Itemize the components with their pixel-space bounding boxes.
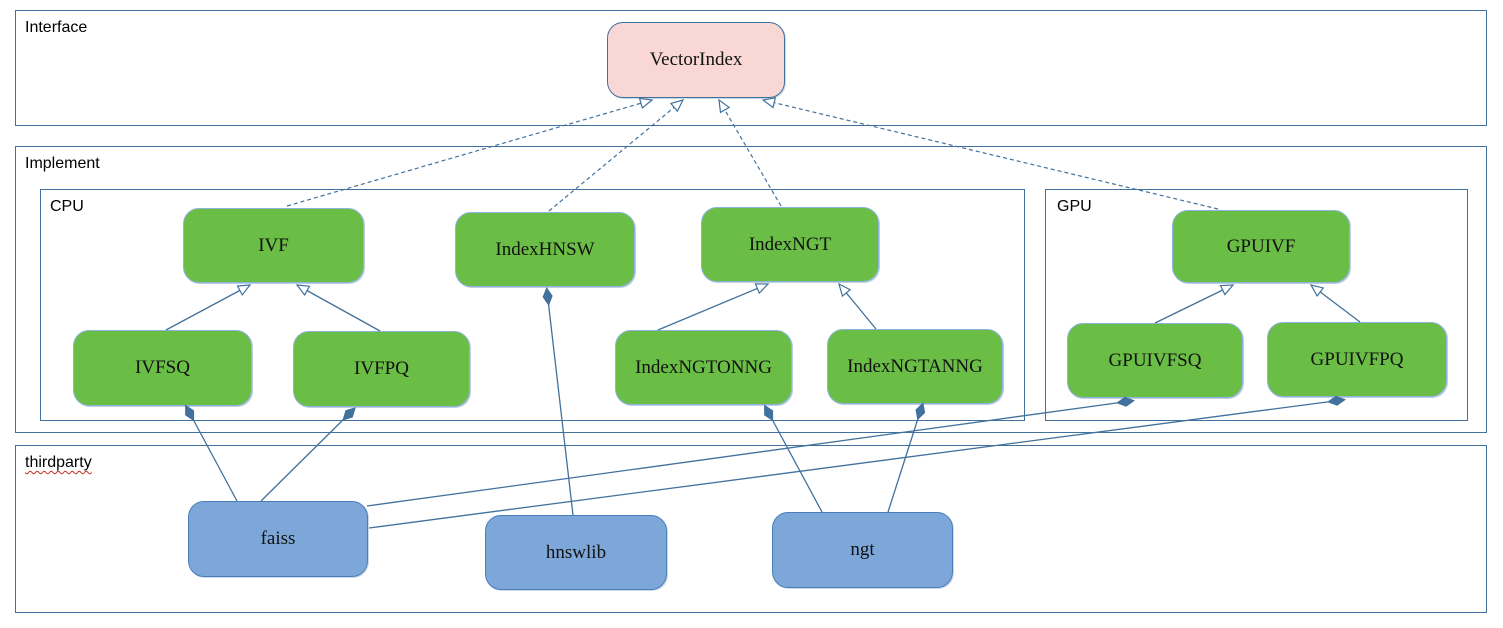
node-ivfsq[interactable]: IVFSQ [73,330,252,406]
node-indexngtonng[interactable]: IndexNGTONNG [615,330,792,405]
node-gpuivf[interactable]: GPUIVF [1172,210,1350,283]
container-gpu-label: GPU [1057,198,1092,215]
node-indexngtanng[interactable]: IndexNGTANNG [827,329,1003,404]
node-indexngt[interactable]: IndexNGT [701,207,879,282]
node-hnswlib[interactable]: hnswlib [485,515,667,590]
node-ivfpq[interactable]: IVFPQ [293,331,470,407]
container-cpu-label: CPU [50,198,84,215]
node-indexhnsw[interactable]: IndexHNSW [455,212,635,287]
container-implement-label: Implement [25,155,100,172]
node-ngt[interactable]: ngt [772,512,953,588]
node-gpuivfpq[interactable]: GPUIVFPQ [1267,322,1447,397]
node-ivf[interactable]: IVF [183,208,364,283]
node-faiss[interactable]: faiss [188,501,368,577]
container-interface-label: Interface [25,19,88,36]
node-gpuivfsq[interactable]: GPUIVFSQ [1067,323,1243,398]
node-vectorindex[interactable]: VectorIndex [607,22,785,98]
container-thirdparty-label: thirdparty [25,454,92,471]
